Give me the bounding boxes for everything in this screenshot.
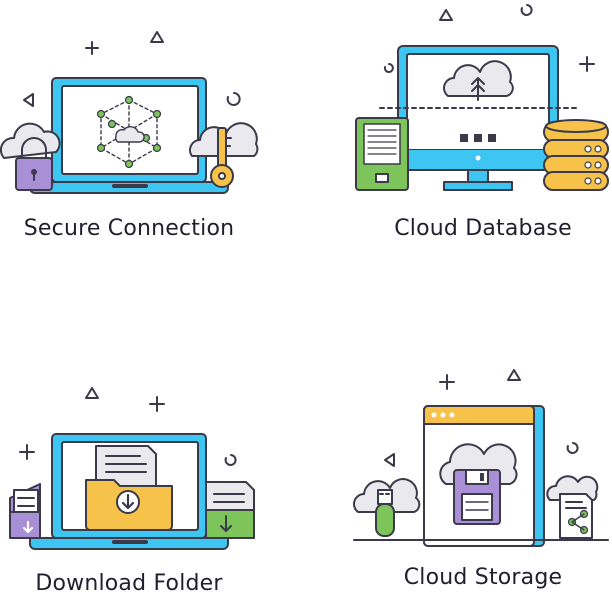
cloud-database-icon <box>355 4 609 191</box>
caption-cloud-storage: Cloud Storage <box>403 565 563 590</box>
download-folder-icon <box>9 387 255 550</box>
secure-connection-icon <box>0 31 259 194</box>
cloud-storage-icon <box>353 369 609 547</box>
caption-download-folder: Download Folder <box>35 571 223 596</box>
caption-cloud-database: Cloud Database <box>394 216 572 241</box>
caption-secure-connection: Secure Connection <box>23 216 235 241</box>
